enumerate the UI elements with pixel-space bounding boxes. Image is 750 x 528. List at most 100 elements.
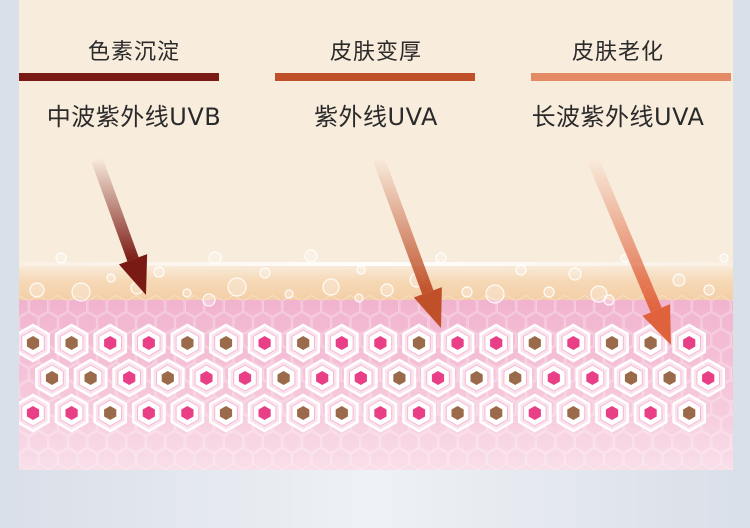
- lattice-hex: [360, 294, 380, 318]
- bubble: [461, 286, 473, 298]
- lattice-hex: [311, 447, 331, 470]
- lattice-hex: [535, 430, 556, 454]
- bubble: [71, 282, 91, 302]
- lattice-hex: [106, 294, 127, 318]
- lattice-hex: [730, 299, 733, 313]
- skin-cell: [209, 393, 243, 433]
- lattice-hex: [340, 294, 361, 318]
- bubble: [202, 293, 216, 307]
- skin-cell: [131, 393, 166, 433]
- bubble: [356, 265, 366, 275]
- lattice-hex: [409, 447, 429, 470]
- lattice-hex: [340, 430, 361, 454]
- lattice-hex: [155, 447, 175, 470]
- lattice-hex: [184, 294, 205, 318]
- skin-cell: [652, 358, 687, 398]
- bubble: [435, 252, 447, 264]
- lattice-hex: [282, 430, 302, 454]
- bubble: [354, 293, 364, 303]
- skin-cell: [536, 358, 571, 398]
- lattice-hex: [292, 447, 312, 470]
- skin-cell: [305, 358, 340, 398]
- lattice-hex: [496, 430, 517, 454]
- effect-label-aging: 皮肤老化: [571, 40, 664, 65]
- skin-cell: [131, 323, 166, 363]
- lattice-hex: [721, 413, 733, 437]
- lattice-hex: [262, 430, 283, 454]
- lattice-hex: [126, 430, 146, 454]
- lattice-hex: [253, 447, 273, 470]
- lattice-hex: [360, 430, 380, 454]
- skin-cell: [324, 323, 359, 363]
- skin-cell: [150, 358, 185, 398]
- skin-cell: [73, 358, 108, 398]
- lattice-hex: [87, 294, 107, 318]
- skin-cell: [633, 393, 668, 433]
- lattice-hex: [691, 294, 712, 318]
- lattice-hex: [574, 294, 595, 318]
- skin-cell: [286, 393, 321, 433]
- skin-cell: [459, 358, 494, 398]
- lattice-hex: [28, 430, 49, 454]
- lattice-hex: [467, 447, 487, 470]
- bubble: [603, 294, 615, 306]
- lattice-hex: [721, 345, 733, 369]
- lattice-hex: [223, 430, 244, 454]
- lattice-hex: [623, 311, 643, 335]
- lattice-hex: [223, 294, 244, 318]
- lattice-hex: [604, 447, 624, 470]
- skin-cell: [35, 358, 69, 398]
- bubble: [568, 267, 582, 281]
- lattice-hex: [565, 447, 585, 470]
- lattice-hex: [282, 294, 302, 318]
- lattice-hex: [233, 311, 253, 335]
- lattice-hex: [243, 430, 263, 454]
- skin-cell: [556, 393, 591, 433]
- uv-arrow-shaft-1: [373, 157, 434, 295]
- lattice-hex: [477, 294, 497, 318]
- lattice-hex: [262, 294, 283, 318]
- bubble: [380, 283, 394, 297]
- skin-cell: [517, 393, 552, 433]
- skin-cell: [672, 323, 707, 363]
- lattice-hex: [243, 294, 263, 318]
- lattice-hex: [594, 430, 614, 454]
- lattice-hex: [321, 430, 341, 454]
- lattice-hex: [457, 294, 478, 318]
- lattice-hex: [116, 447, 136, 470]
- skin-cell: [54, 393, 89, 433]
- color-bar-uva: [275, 73, 475, 81]
- skin-cell: [595, 393, 629, 433]
- skin-cell: [343, 358, 378, 398]
- skin-cell: [672, 393, 707, 433]
- skin-cell: [93, 393, 128, 433]
- bubble: [259, 267, 271, 279]
- lattice-hex: [428, 311, 448, 335]
- lattice-hex: [730, 401, 733, 415]
- lattice-hex: [711, 430, 731, 454]
- lattice-hex: [233, 447, 253, 470]
- bubble: [304, 249, 318, 263]
- lattice-hex: [613, 294, 634, 318]
- lattice-hex: [19, 362, 29, 386]
- lattice-hex: [438, 430, 458, 454]
- skin-cell: [324, 393, 359, 433]
- lattice-hex: [194, 447, 214, 470]
- lattice-hex: [67, 430, 88, 454]
- lattice-hex: [711, 396, 731, 420]
- skin-cell: [19, 393, 50, 433]
- skin-cell: [691, 358, 726, 398]
- lattice-hex: [701, 311, 721, 335]
- uv-arrow-head-1: [413, 287, 442, 328]
- lattice-hex: [721, 311, 733, 335]
- lattice-hex: [730, 333, 733, 347]
- skin-cell: [286, 323, 321, 363]
- lattice-hex: [672, 430, 692, 454]
- skin-cell: [421, 358, 455, 398]
- bubble: [515, 264, 527, 276]
- skin-cell: [556, 323, 591, 363]
- bubble: [208, 251, 222, 265]
- skin-cell: [19, 323, 50, 363]
- lattice-hex: [545, 447, 565, 470]
- bubble: [227, 277, 247, 297]
